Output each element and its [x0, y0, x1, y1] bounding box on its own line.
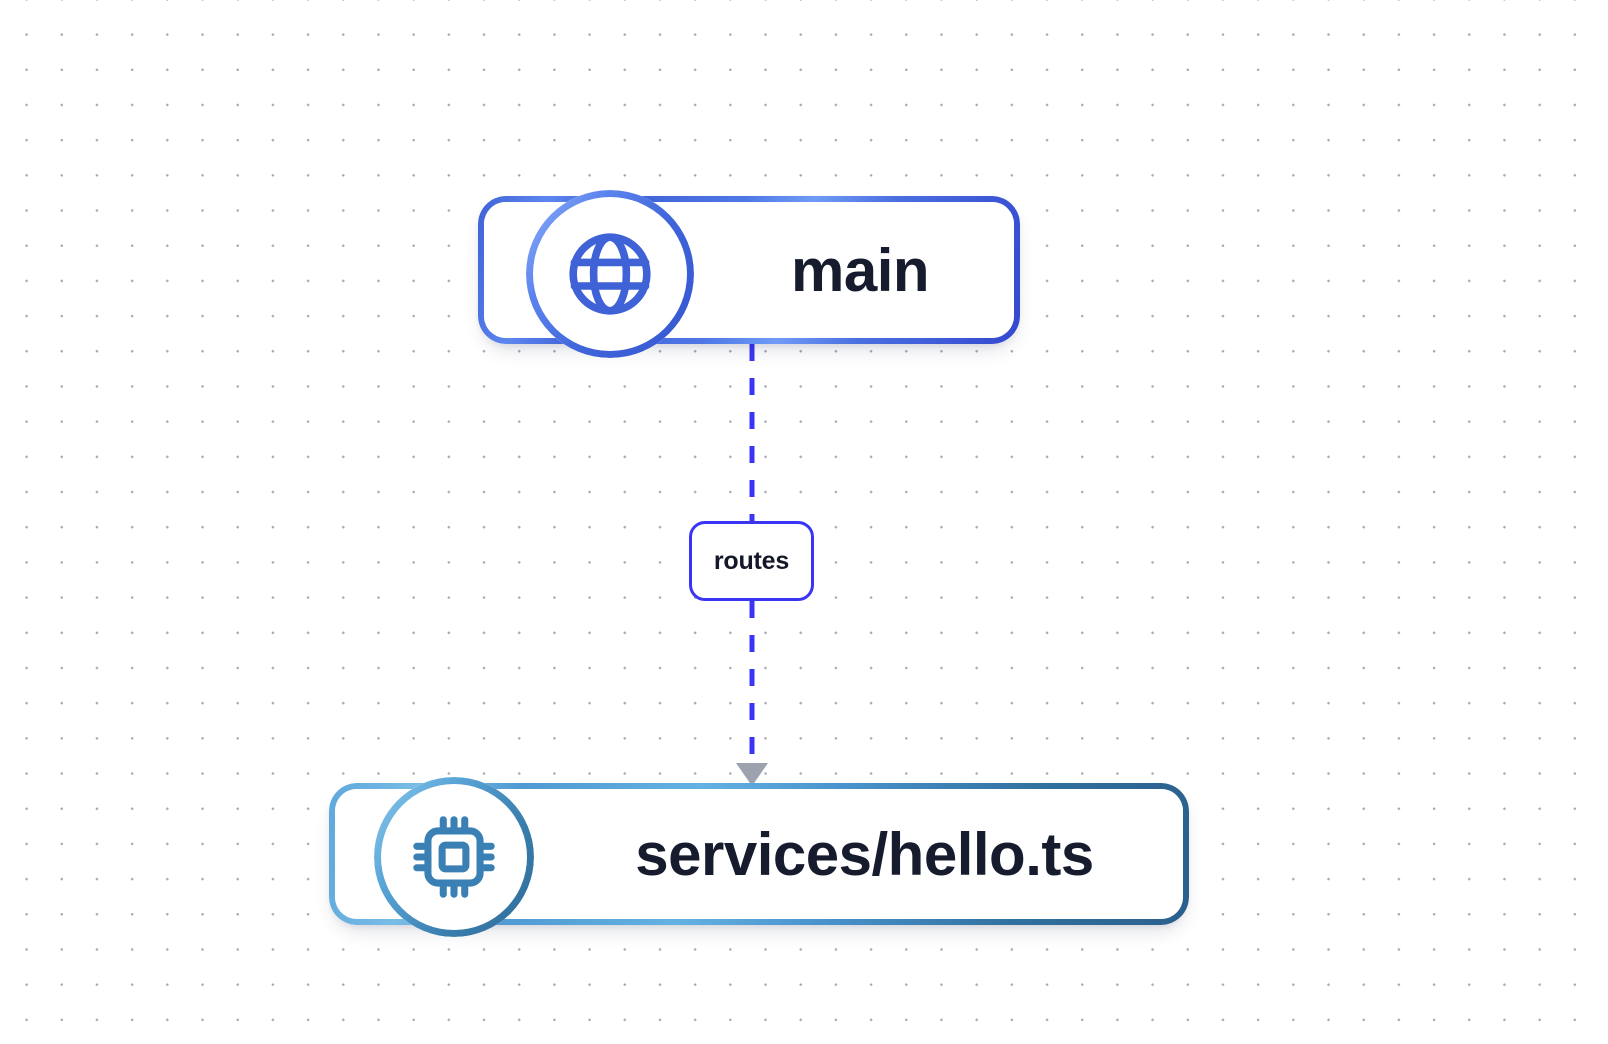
- node-services-hello-ts-icon-medallion: [374, 777, 534, 937]
- node-main-icon-medallion: [526, 190, 694, 358]
- node-services-hello-ts-label: services/hello.ts: [635, 820, 1094, 888]
- edge-label-routes[interactable]: routes: [689, 521, 814, 601]
- cpu-chip-icon: [413, 816, 495, 898]
- edge-label-routes-text: routes: [713, 546, 790, 575]
- node-main-label: main: [790, 236, 930, 304]
- globe-icon: [569, 233, 651, 315]
